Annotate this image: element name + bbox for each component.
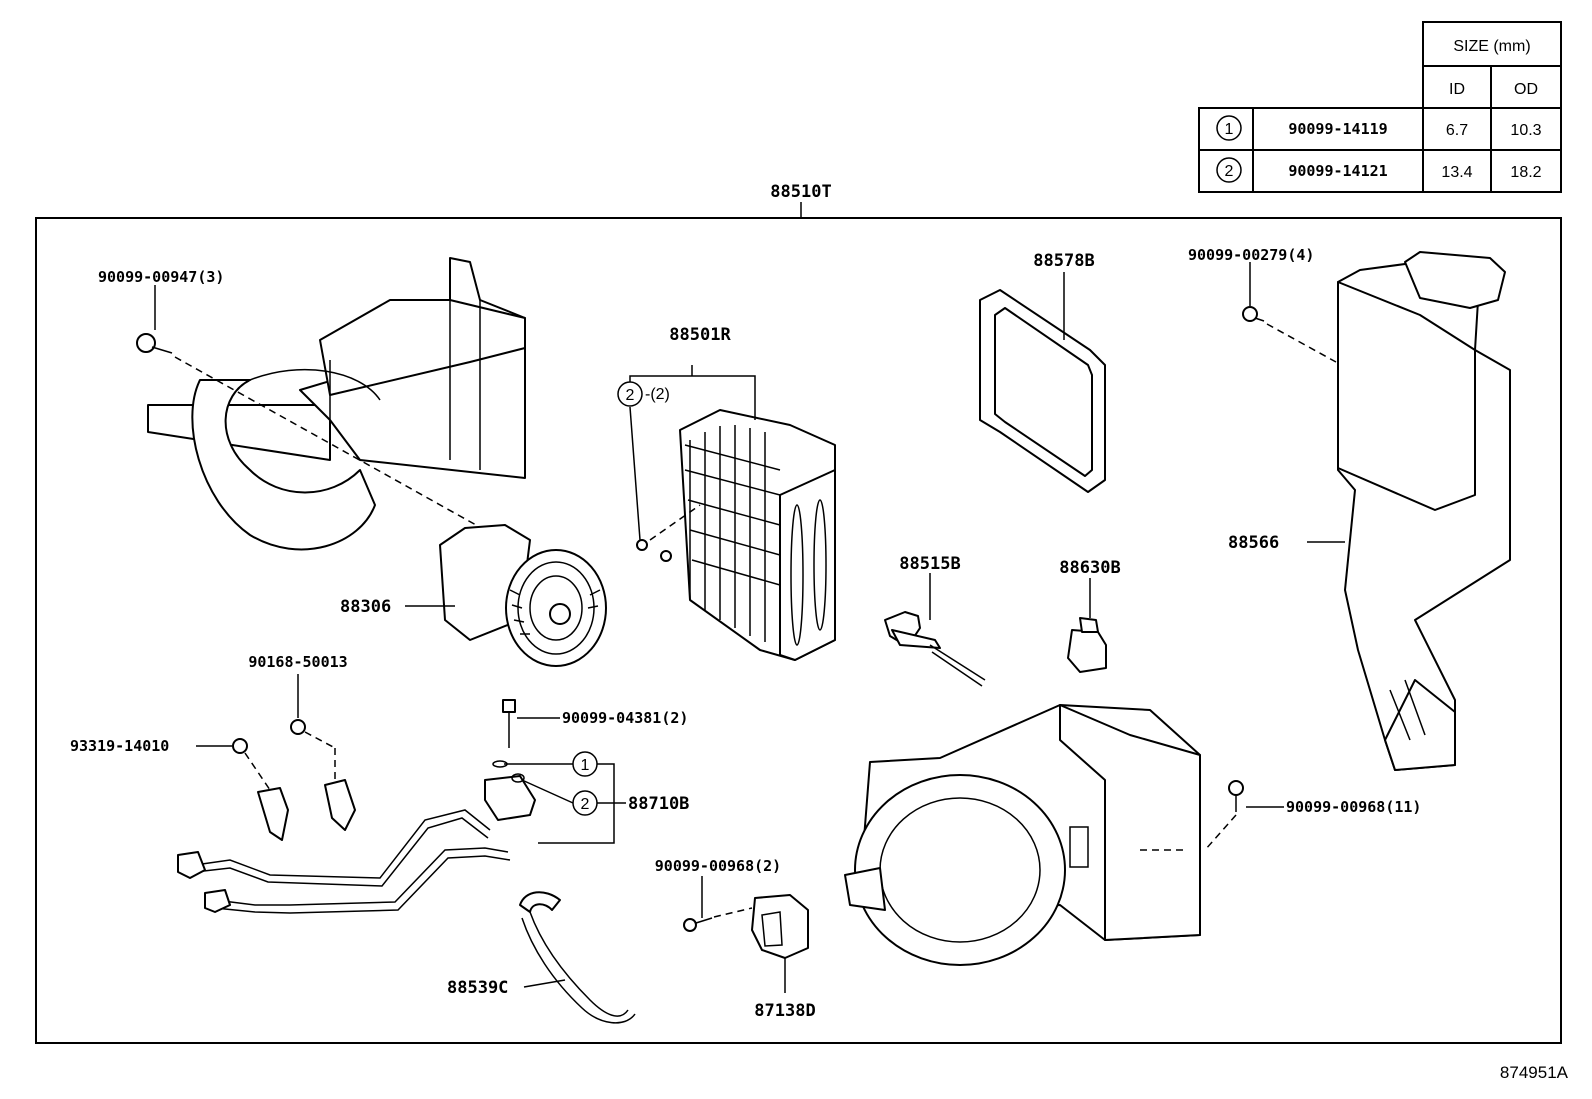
size-table-row-part: 90099-14119 xyxy=(1288,120,1387,138)
size-table-row-id: 6.7 xyxy=(1446,122,1468,139)
reference-number: 874951A xyxy=(1500,1063,1569,1082)
label-duct: 88566 xyxy=(1228,533,1279,553)
marker-one-tube xyxy=(572,751,598,777)
bolt-left: 93319-14010 xyxy=(70,737,289,841)
filter-frame: 88578B xyxy=(979,251,1106,493)
label-blower-motor: 88306 xyxy=(340,597,391,617)
clamp-screw: 90168-50013 xyxy=(248,653,356,831)
label-screw-top-right: 90099-00279(4) xyxy=(1188,246,1314,264)
switch: 88630B xyxy=(1059,558,1121,673)
size-table-col-id: ID xyxy=(1449,81,1465,98)
size-table-row-od: 10.3 xyxy=(1510,122,1541,139)
marker-one-tube-text: 1 xyxy=(581,757,590,774)
label-clamp-screw: 90168-50013 xyxy=(248,653,347,671)
screw-top-right: 90099-00279(4) xyxy=(1188,246,1337,363)
size-table-row-od: 18.2 xyxy=(1510,164,1541,181)
size-table-row: 2 90099-14121 13.4 18.2 xyxy=(1216,157,1542,183)
tube-assembly: 90099-04381(2) 1 2 88710B xyxy=(177,699,689,914)
label-screw-case: 90099-00968(11) xyxy=(1286,798,1421,816)
label-filter-frame: 88578B xyxy=(1033,251,1094,271)
size-table-row-part: 90099-14121 xyxy=(1288,162,1387,180)
marker-two-evap-text: 2 xyxy=(626,387,635,404)
blower-case-upper xyxy=(147,257,526,551)
label-tube: 88710B xyxy=(628,794,689,814)
label-resistor: 87138D xyxy=(754,1001,815,1021)
size-table-row-id: 13.4 xyxy=(1441,164,1472,181)
label-evaporator: 88501R xyxy=(669,325,731,345)
assembly-frame: 88510T xyxy=(35,182,1562,1044)
size-table-row-mark: 1 xyxy=(1225,121,1234,138)
screw-case: 90099-00968(11) xyxy=(1204,780,1421,851)
marker-two-evap xyxy=(617,381,643,407)
size-table-header: SIZE (mm) xyxy=(1453,38,1530,55)
label-screw-resistor: 90099-00968(2) xyxy=(655,857,781,875)
resistor: 87138D xyxy=(751,894,816,1021)
label-bolt-top-left: 90099-00947(3) xyxy=(98,268,224,286)
size-table-col-od: OD xyxy=(1514,81,1538,98)
label-bolt-valve: 90099-04381(2) xyxy=(562,709,688,727)
size-table-row: 1 90099-14119 6.7 10.3 xyxy=(1216,115,1542,141)
label-evap-oring-qty: -(2) xyxy=(645,386,670,403)
expansion-valve: 88515B xyxy=(884,554,986,687)
label-hose: 88539C xyxy=(447,978,508,998)
air-duct: 88566 xyxy=(1228,251,1511,771)
label-bolt-left: 93319-14010 xyxy=(70,737,169,755)
drain-hose: 88539C xyxy=(447,891,636,1024)
size-table: SIZE (mm) ID OD 1 90099-14119 6.7 10.3 2… xyxy=(1198,21,1562,193)
label-expansion-valve: 88515B xyxy=(899,554,960,574)
screw-resistor: 90099-00968(2) xyxy=(655,857,781,932)
marker-two-tube-text: 2 xyxy=(581,796,590,813)
label-switch: 88630B xyxy=(1059,558,1120,578)
size-table-row-mark: 2 xyxy=(1225,163,1234,180)
assembly-label: 88510T xyxy=(770,182,831,202)
blower-case-lower xyxy=(844,704,1201,966)
blower-motor: 88306 xyxy=(340,524,607,667)
marker-two-tube xyxy=(572,790,598,816)
evaporator: 88501R 2 -(2) xyxy=(617,325,836,661)
bolt-top-left: 90099-00947(3) xyxy=(98,268,486,531)
